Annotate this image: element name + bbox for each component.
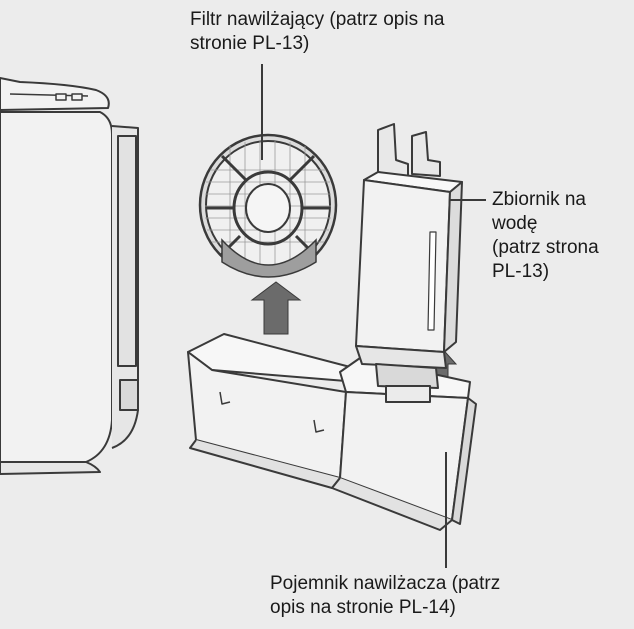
water-tank-label-line-2: wodę <box>492 213 538 234</box>
water-tank-label: Zbiornik na wodę (patrz strona PL-13) <box>492 188 599 284</box>
humidifying-filter-label-line-1: Filtr nawilżający (patrz opis na <box>190 9 445 30</box>
humidifier-tray-label-line-2: opis na stronie PL-14) <box>270 597 456 618</box>
humidifier-tray-label-line-1: Pojemnik nawilżacza (patrz <box>270 573 501 594</box>
insert-filter-arrow-icon <box>250 281 302 335</box>
humidifying-filter-part <box>198 133 338 278</box>
leader-lines <box>261 64 486 568</box>
humidifying-filter-label-line-2: stronie PL-13) <box>190 33 310 54</box>
water-tank-label-line-3: (patrz strona <box>492 237 599 258</box>
water-tank-label-line-4: PL-13) <box>492 261 550 282</box>
humidifier-main-unit <box>0 77 139 475</box>
water-tank-label-line-1: Zbiornik na <box>492 189 586 210</box>
humidifier-tray-label: Pojemnik nawilżacza (patrz opis na stron… <box>270 572 500 620</box>
water-tank-part <box>355 123 463 403</box>
humidifying-filter-label: Filtr nawilżający (patrz opis na stronie… <box>190 8 444 56</box>
